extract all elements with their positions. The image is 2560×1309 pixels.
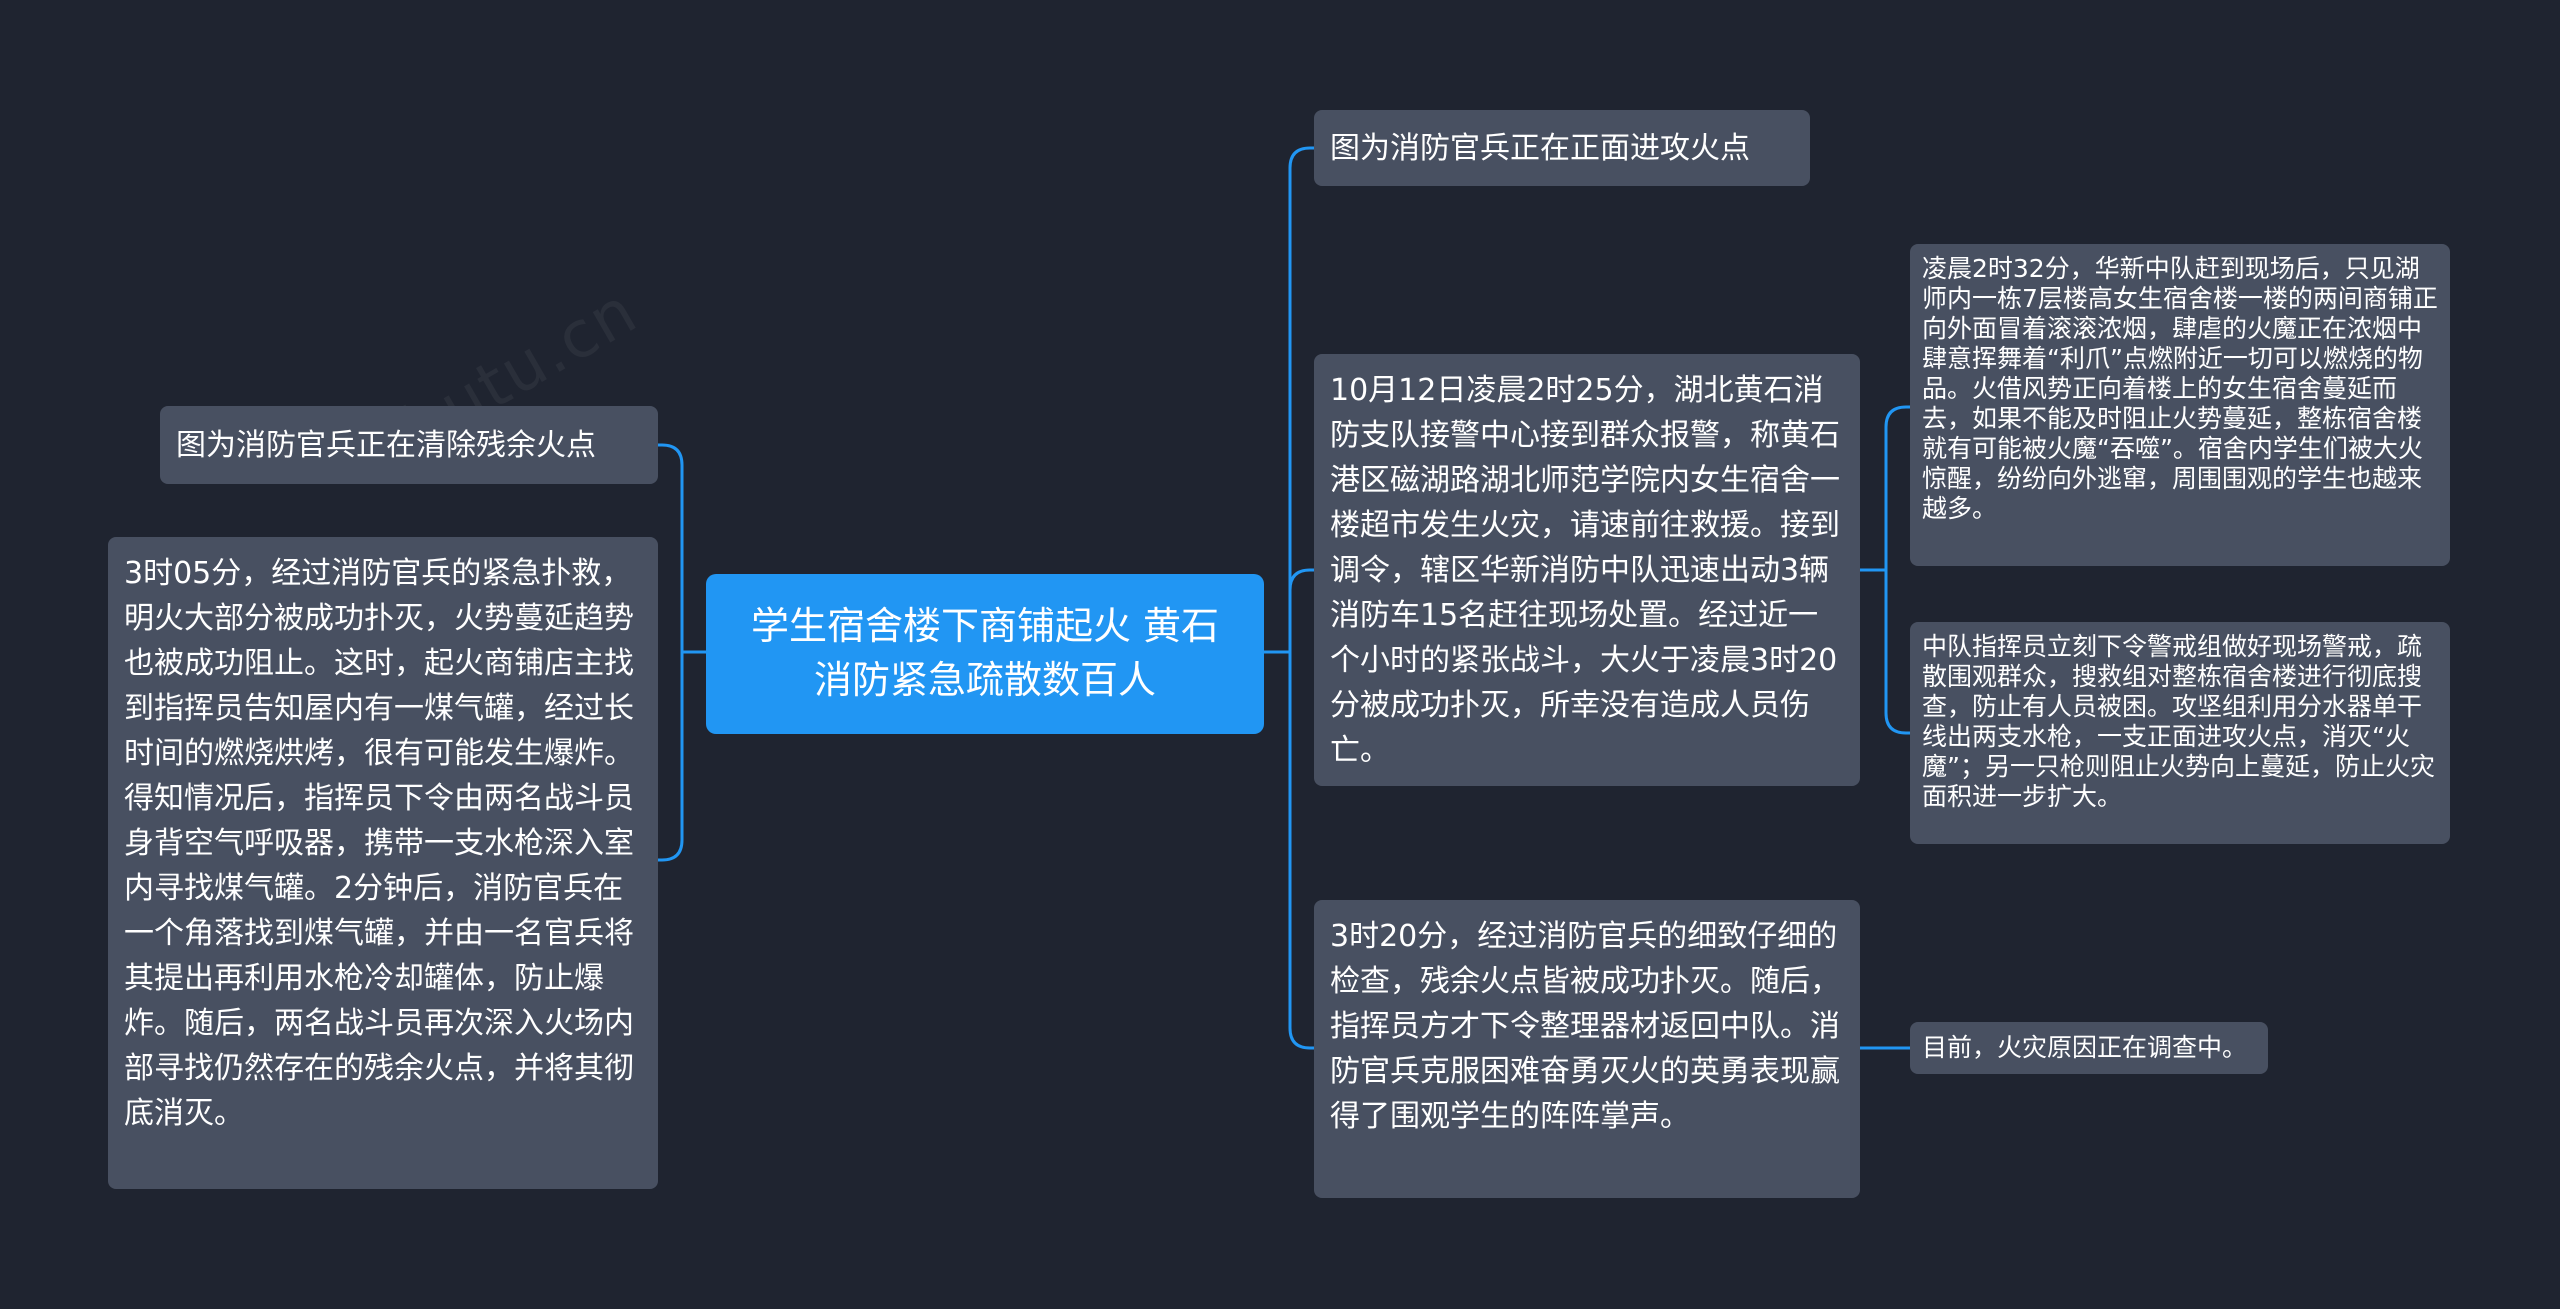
right-node-final-check[interactable]: 3时20分，经过消防官兵的细致仔细的检查，残余火点皆被成功扑灭。随后，指挥员方才… [1314,900,1860,1198]
connector-left-0 [656,443,684,654]
child-node-commander-orders-text: 中队指挥员立刻下令警戒组做好现场警戒，疏散围观群众，搜救组对整栋宿舍楼进行彻底搜… [1922,632,2435,811]
right-node-alarm-report-text: 10月12日凌晨2时25分，湖北黄石消防支队接警中心接到群众报警，称黄石港区磁湖… [1330,373,1840,768]
child-node-cause-investigation-text: 目前，火灾原因正在调查中。 [1922,1033,2248,1062]
right-node-alarm-report[interactable]: 10月12日凌晨2时25分，湖北黄石消防支队接警中心接到群众报警，称黄石港区磁湖… [1314,354,1860,786]
left-node-image-caption-text: 图为消防官兵正在清除残余火点 [176,427,596,463]
connector-right-2 [1288,650,1316,1050]
connector-right-0 [1288,146,1316,654]
connector-r1-child-1-branch [1884,568,1912,735]
right-node-image-caption-text: 图为消防官兵正在正面进攻火点 [1330,130,1750,166]
right-node-image-caption[interactable]: 图为消防官兵正在正面进攻火点 [1314,110,1810,186]
child-node-arrival-scene[interactable]: 凌晨2时32分，华新中队赶到现场后，只见湖师内一栋7层楼高女生宿舍楼一楼的两间商… [1910,244,2450,566]
child-node-arrival-scene-text: 凌晨2时32分，华新中队赶到现场后，只见湖师内一栋7层楼高女生宿舍楼一楼的两间商… [1922,254,2438,523]
right-node-final-check-text: 3时20分，经过消防官兵的细致仔细的检查，残余火点皆被成功扑灭。随后，指挥员方才… [1330,919,1840,1134]
connector-r1-child-0-branch [1884,405,1912,572]
left-node-image-caption[interactable]: 图为消防官兵正在清除残余火点 [160,406,658,484]
root-topic-node[interactable]: 学生宿舍楼下商铺起火 黄石消防紧急疏散数百人 [706,574,1264,734]
connector-left-1 [656,650,684,862]
connector-right-1 [1288,568,1316,654]
left-node-gas-tank-text: 3时05分，经过消防官兵的紧急扑救，明火大部分被成功扑灭，火势蔓延趋势也被成功阻… [124,556,634,1131]
root-topic-text: 学生宿舍楼下商铺起火 黄石消防紧急疏散数百人 [750,604,1220,702]
left-node-gas-tank[interactable]: 3时05分，经过消防官兵的紧急扑救，明火大部分被成功扑灭，火势蔓延趋势也被成功阻… [108,537,658,1189]
child-node-cause-investigation[interactable]: 目前，火灾原因正在调查中。 [1910,1022,2268,1074]
child-node-commander-orders[interactable]: 中队指挥员立刻下令警戒组做好现场警戒，疏散围观群众，搜救组对整栋宿舍楼进行彻底搜… [1910,622,2450,844]
